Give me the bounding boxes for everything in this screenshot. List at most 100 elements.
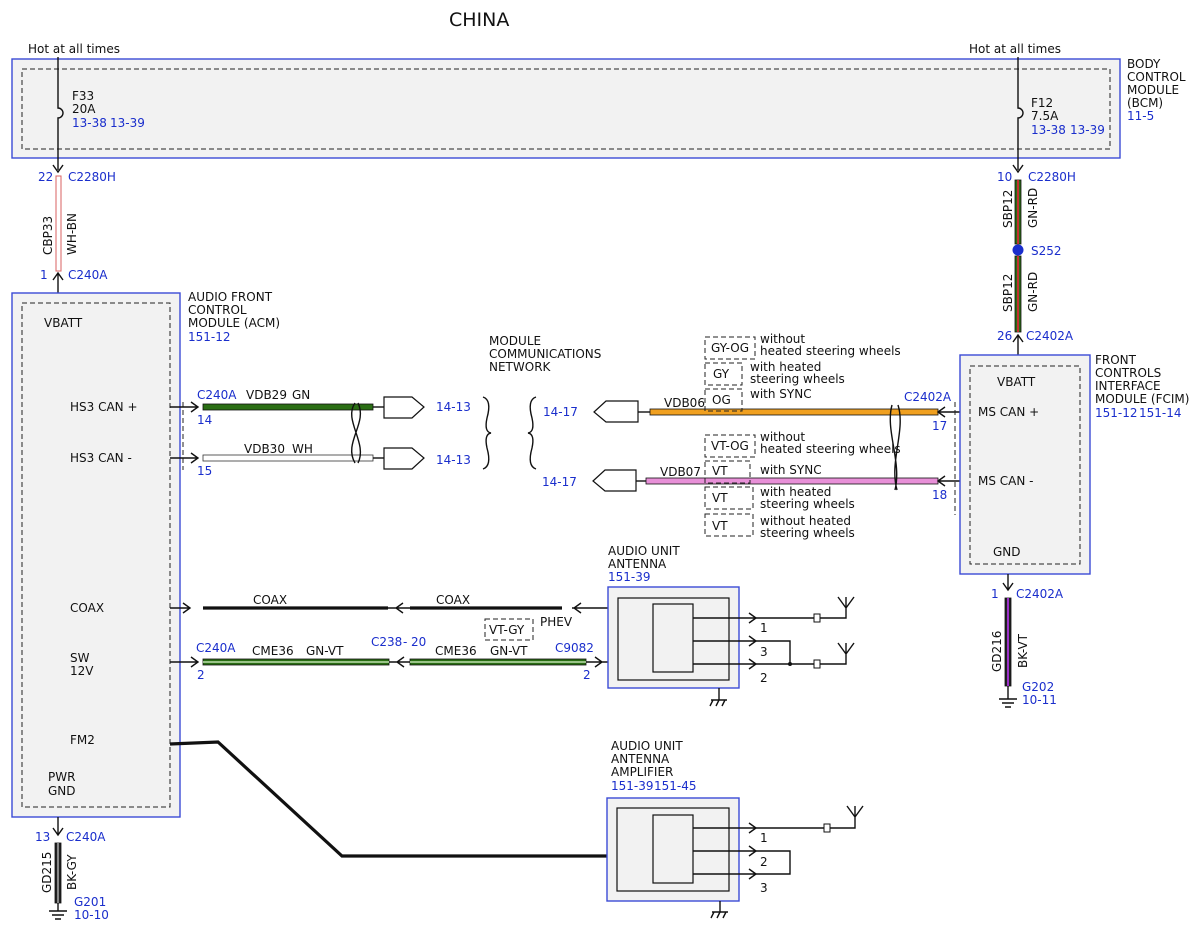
fcim-label-2: CONTROLS <box>1095 366 1161 380</box>
option-gy-og-text: GY-OG <box>711 341 749 355</box>
hs3-plus-pin-arrow <box>170 401 200 413</box>
amplifier-pin-arrows <box>742 822 758 880</box>
vdb07-circuit: VDB07 <box>660 465 701 479</box>
bcm-label-1: BODY <box>1127 57 1161 71</box>
antenna-pin-2: 2 <box>760 671 768 685</box>
c238-pin: 20 <box>411 635 426 649</box>
acm-12v: 12V <box>70 664 94 678</box>
fcim-ms-can-plus: MS CAN + <box>978 405 1039 419</box>
g202-ref: 10-11 <box>1022 693 1057 707</box>
vdb29-color: GN <box>292 388 310 402</box>
sw-c240a-pin: 2 <box>197 668 205 682</box>
bcm-ref: 11-5 <box>1127 109 1154 123</box>
fcim-label-3: INTERFACE <box>1095 379 1161 393</box>
cbp33-color: WH-BN <box>65 213 79 255</box>
amplifier-component <box>652 814 694 884</box>
hs3-minus-network-arrow <box>383 447 425 470</box>
fcim-vbatt: VBATT <box>997 375 1036 389</box>
option-gy-og-desc-2: heated steering wheels <box>760 344 901 358</box>
option-gy-desc-2: steering wheels <box>750 372 845 386</box>
antenna-ref: 151-39 <box>608 570 651 584</box>
vdb29-circuit: VDB29 <box>246 388 287 402</box>
acm-pwr: PWR <box>48 770 75 784</box>
antenna-ext-wires <box>756 617 814 665</box>
acm-inner-dashed <box>21 302 171 808</box>
mcn-label-2: COMMUNICATIONS <box>489 347 601 361</box>
amplifier-ref-2: 151-45 <box>654 779 697 793</box>
antenna-fuse-1 <box>813 613 821 623</box>
antenna-pin-arrows <box>742 612 758 670</box>
g202-label: G202 <box>1022 680 1054 694</box>
option-gy-og-desc-1: without <box>760 332 805 346</box>
hs3-twisted-pair <box>350 402 361 464</box>
bcm-inner-dashed <box>21 68 1111 150</box>
vt-gy-option-box <box>484 618 534 641</box>
option-vt-heated <box>704 486 754 510</box>
gd216-color: BK-VT <box>1016 633 1030 668</box>
network-brace-right <box>527 396 537 470</box>
sbp12-lower-circuit: SBP12 <box>1001 274 1015 312</box>
c9082-pin: 2 <box>583 668 591 682</box>
f12-name: F12 <box>1031 96 1053 110</box>
hs3-minus-pin: 15 <box>197 464 212 478</box>
c240a-top-label: C240A <box>68 268 108 282</box>
acm-vbatt: VBATT <box>44 316 83 330</box>
g201-label: G201 <box>74 895 106 909</box>
antenna-label-1: AUDIO UNIT <box>608 544 680 558</box>
amplifier-label-1: AUDIO UNIT <box>611 739 683 753</box>
acm-hs3-can-plus: HS3 CAN + <box>70 400 138 414</box>
c2280h-left-pin: 22 <box>38 170 53 184</box>
vdb30-circuit: VDB30 <box>244 442 285 456</box>
amplifier-ref-1: 151-39 <box>611 779 654 793</box>
phev-label: PHEV <box>540 615 573 629</box>
acm-coax: COAX <box>70 601 104 615</box>
c2280h-right-label: C2280H <box>1028 170 1076 184</box>
network-brace-left <box>482 396 492 470</box>
option-vt-og-desc-1: without <box>760 430 805 444</box>
option-vt-og <box>704 434 756 458</box>
antenna-pin-3: 3 <box>760 645 768 659</box>
cme36-stripe-right <box>410 661 586 663</box>
fcim-label-4: MODULE (FCIM) <box>1095 392 1189 406</box>
c238-dash: - <box>403 635 407 649</box>
bcm-label-4: (BCM) <box>1127 96 1163 110</box>
antenna-internal-leads <box>693 617 742 665</box>
hs3-minus-pin-arrow <box>170 452 200 464</box>
cme36-color-right: GN-VT <box>490 644 528 658</box>
fcim-inner-dashed <box>969 365 1081 565</box>
fcim-ref-2: 151-14 <box>1139 406 1182 420</box>
vt-gy-option-text: VT-GY <box>489 623 525 637</box>
amplifier-pin-3: 3 <box>760 881 768 895</box>
hs3-plus-pin: 14 <box>197 413 212 427</box>
ms-plus-network-arrow <box>593 400 639 423</box>
f12-fuse-symbol <box>1017 57 1024 170</box>
cme36-stripe-left <box>203 661 389 663</box>
s252-label: S252 <box>1031 244 1062 258</box>
gd215-stripe <box>57 843 59 903</box>
option-gy-text: GY <box>713 367 730 381</box>
option-gy-desc-1: with heated <box>750 360 821 374</box>
g201-ground-symbol <box>49 903 67 920</box>
sbp12-lower-color: GN-RD <box>1026 272 1040 312</box>
c2402a-top-arrow <box>1012 333 1024 355</box>
sw-c240a-label: C240A <box>196 641 236 655</box>
fcim-label-1: FRONT <box>1095 353 1137 367</box>
hot-at-all-times-left: Hot at all times <box>28 42 120 56</box>
fcim-module-box <box>959 354 1091 575</box>
gd216-stripe <box>1007 598 1009 686</box>
option-vt-noheat <box>704 513 754 537</box>
c238-label: C238 <box>371 635 402 649</box>
f12-amp: 7.5A <box>1031 109 1059 123</box>
antenna-label-2: ANTENNA <box>608 557 667 571</box>
acm-gnd-conn: C240A <box>66 830 106 844</box>
f12-ref-1: 13-38 <box>1031 123 1066 137</box>
amplifier-internal-leads <box>693 827 742 875</box>
antenna-junction <box>788 662 792 666</box>
hs3-minus-ref: 14-13 <box>436 453 471 467</box>
bcm-label-2: CONTROL <box>1127 70 1186 84</box>
bcm-module-box <box>11 58 1121 159</box>
hs3-plus-network-arrow <box>383 396 425 419</box>
diagram-title: CHINA <box>449 9 509 31</box>
